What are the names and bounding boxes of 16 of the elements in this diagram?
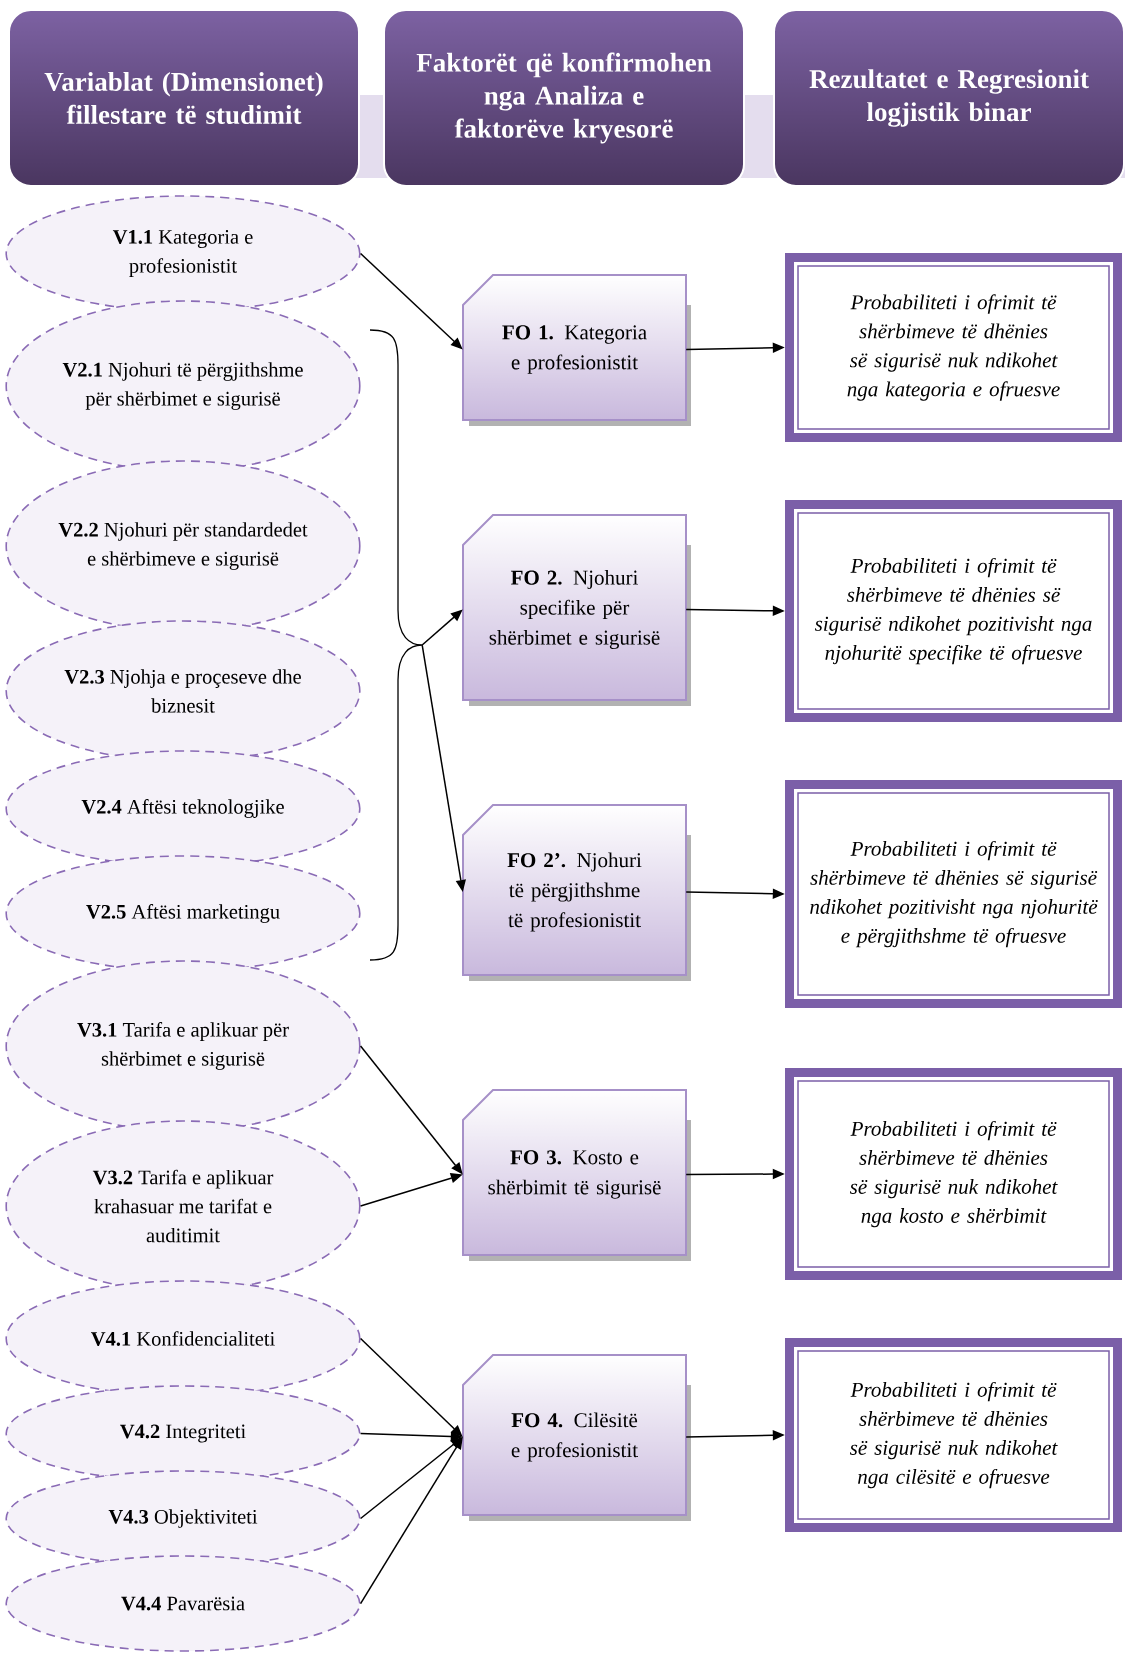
result-box: Probabiliteti i ofrimit të shërbimeve të dhënies së sigurisë nuk ndikohet nga kategoria e ofruesve bbox=[785, 253, 1122, 442]
result-box: Probabiliteti i ofrimit të shërbimeve të dhënies së sigurisë ndikohet pozitivisht nga njohuritë specifike të ofruesve bbox=[785, 500, 1122, 722]
factor-box: FO 2’. Njohuri të përgjithshme të profesionistit bbox=[462, 804, 691, 981]
factor-box: FO 2. Njohuri specifike për shërbimet e sigurisë bbox=[462, 514, 691, 706]
result-box: Probabiliteti i ofrimit të shërbimeve të dhënies së sigurisë nuk ndikohet nga cilësitë e ofruesve bbox=[785, 1338, 1122, 1532]
arrow bbox=[359, 1337, 463, 1437]
arrow bbox=[359, 1437, 463, 1605]
header-box: Faktorët që konfirmohen nga Analiza e faktorëve kryesorë bbox=[383, 9, 745, 187]
factor-box: FO 3. Kosto e shërbimit të sigurisë bbox=[462, 1089, 691, 1261]
header-box: Rezultatet e Regresionit logjistik binar bbox=[773, 9, 1125, 187]
factor-box: FO 1. Kategoria e profesionistit bbox=[462, 274, 691, 426]
result-box: Probabiliteti i ofrimit të shërbimeve të dhënies së sigurisë ndikohet pozitivisht nga njohuritë e përgjithshme të ofruesve bbox=[785, 780, 1122, 1008]
result-box: Probabiliteti i ofrimit të shërbimeve të dhënies së sigurisë nuk ndikohet nga kosto e shërbimit bbox=[785, 1068, 1122, 1280]
factor-box: FO 4. Cilësitë e profesionistit bbox=[462, 1354, 691, 1521]
brace bbox=[369, 329, 423, 961]
header-box: Variablat (Dimensionet) fillestare të studimit bbox=[8, 9, 360, 187]
